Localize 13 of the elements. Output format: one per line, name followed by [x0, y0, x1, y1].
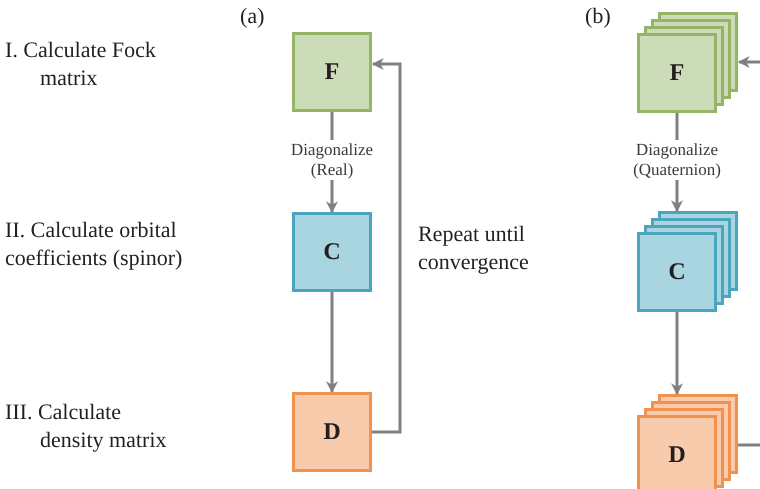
arrow	[372, 58, 402, 434]
matrix-box: C	[292, 212, 372, 292]
arrow	[738, 56, 760, 68]
step-label: Repeat until convergence	[418, 220, 530, 276]
step-label: (a)	[240, 2, 266, 30]
step-label: III. Calculate density matrix	[5, 398, 168, 454]
step-label: (b)	[585, 2, 612, 30]
arrow	[326, 292, 338, 394]
step-label: I. Calculate Fock matrix	[5, 36, 157, 92]
step-label: II. Calculate orbital coefficients (spinor)	[5, 216, 184, 272]
arrow	[671, 312, 683, 396]
matrix-box: D	[292, 392, 372, 472]
matrix-box: F	[292, 32, 372, 112]
